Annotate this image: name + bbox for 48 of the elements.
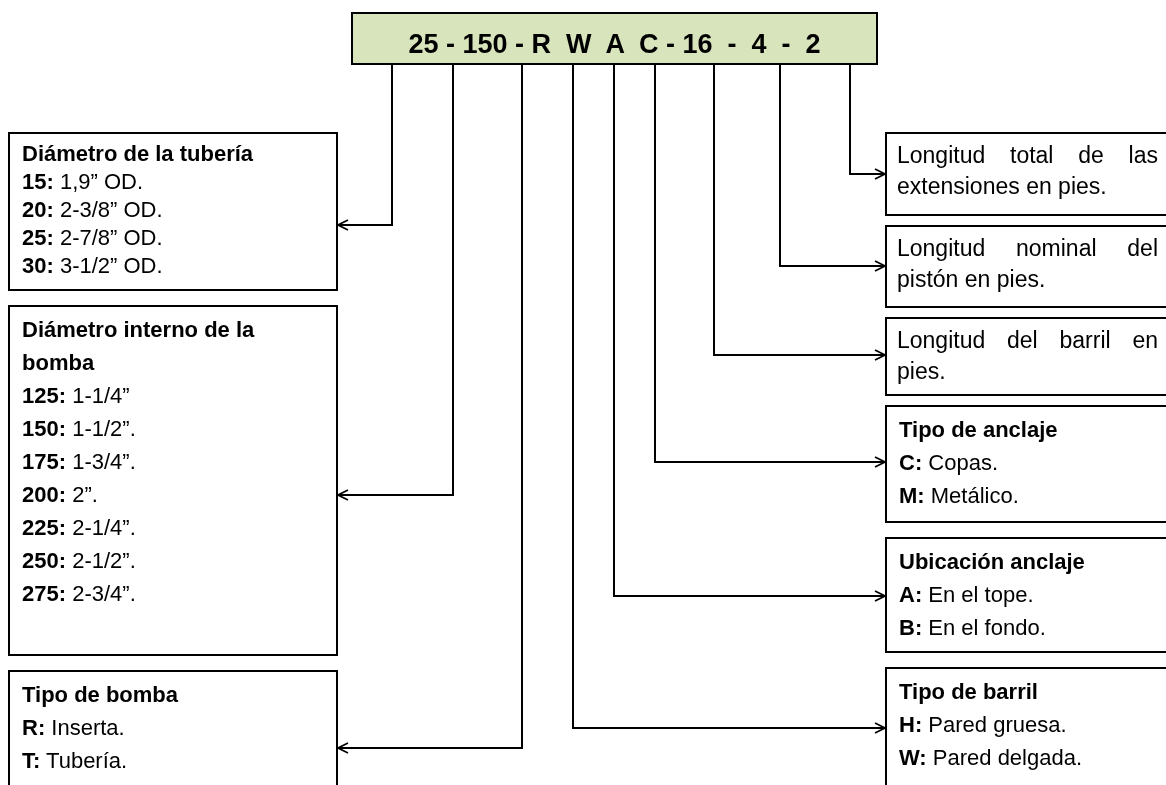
arrow — [613, 64, 886, 602]
heading-text: Diámetro de la tubería — [22, 140, 255, 168]
arrow — [337, 64, 523, 754]
option-line: 275: 2-3/4”. — [22, 580, 137, 608]
option-line: 250: 2-1/2”. — [22, 547, 137, 575]
option-line: M: Metálico. — [899, 482, 1020, 510]
description-box — [885, 317, 1166, 396]
arrow — [337, 64, 454, 501]
arrow — [713, 64, 886, 361]
description-box — [885, 537, 1166, 653]
model-code-text: 25 - 150 - R W A C - 16 - 4 - 2 — [407, 28, 822, 61]
option-line: B: En el fondo. — [899, 614, 1047, 642]
heading-text: Tipo de bomba — [22, 681, 180, 709]
heading-text: Ubicación anclaje — [899, 548, 1086, 576]
option-line: 20: 2-3/8” OD. — [22, 196, 164, 224]
arrow — [572, 64, 886, 734]
option-line: R: Inserta. — [22, 714, 126, 742]
option-line: W: Pared delgada. — [899, 744, 1084, 772]
option-line: 150: 1-1/2”. — [22, 415, 137, 443]
arrow — [849, 64, 886, 180]
option-line: 225: 2-1/4”. — [22, 514, 137, 542]
description-box — [8, 670, 338, 785]
arrow — [654, 64, 886, 468]
arrow — [779, 64, 886, 272]
description-box — [8, 132, 338, 291]
description-box — [885, 132, 1166, 216]
description-box — [885, 405, 1166, 523]
option-line: T: Tubería. — [22, 747, 129, 775]
option-line: H: Pared gruesa. — [899, 711, 1068, 739]
heading-text: Tipo de anclaje — [899, 416, 1059, 444]
heading-text: Diámetro interno de la bomba — [22, 316, 256, 377]
description-text: Longitud nominal del pistón en pies. — [897, 234, 1158, 294]
description-box — [8, 305, 338, 656]
option-line: 30: 3-1/2” OD. — [22, 252, 164, 280]
option-line: 25: 2-7/8” OD. — [22, 224, 164, 252]
heading-text: Tipo de barril — [899, 678, 1039, 706]
arrow — [337, 64, 393, 231]
description-box — [885, 225, 1166, 308]
option-line: 15: 1,9” OD. — [22, 168, 145, 196]
code-box — [351, 12, 878, 65]
description-text: Longitud del barril en pies. — [897, 326, 1158, 386]
description-box — [885, 667, 1166, 785]
option-line: 125: 1-1/4” — [22, 382, 131, 410]
option-line: 200: 2”. — [22, 481, 99, 509]
option-line: A: En el tope. — [899, 581, 1035, 609]
option-line: C: Copas. — [899, 449, 1000, 477]
option-line: 175: 1-3/4”. — [22, 448, 137, 476]
description-text: Longitud total de las extensiones en pies. — [897, 141, 1158, 201]
